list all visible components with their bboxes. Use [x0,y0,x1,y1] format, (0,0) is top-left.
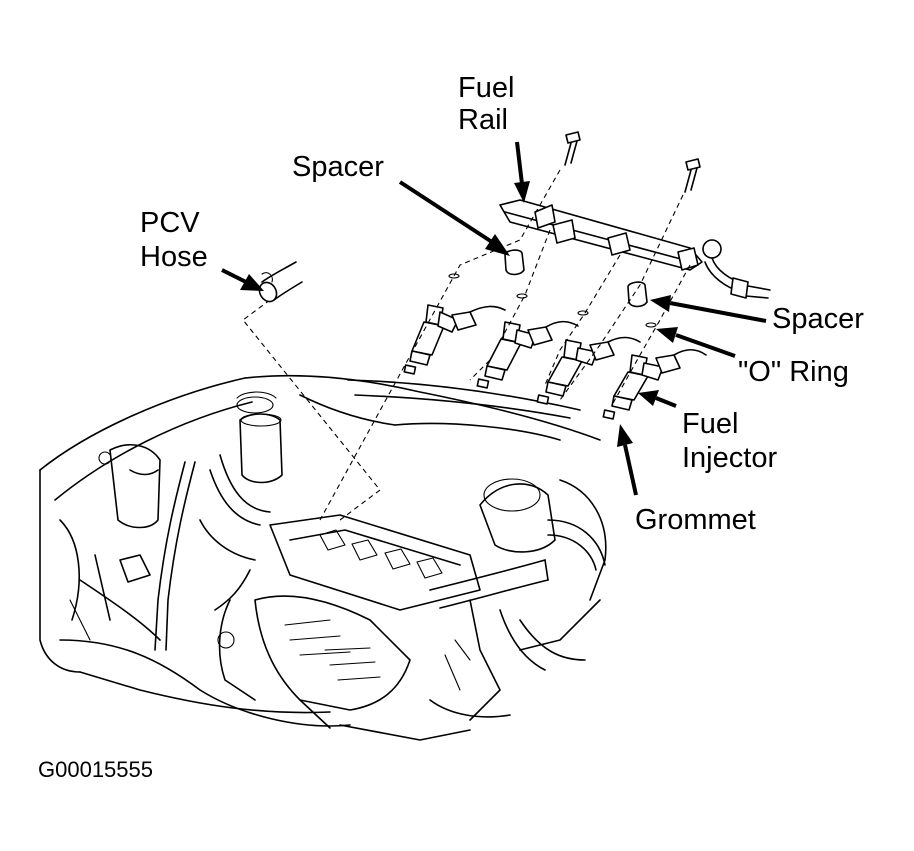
o-ring-arrow [656,327,736,358]
fuel-rail-label-line1: Fuel [458,72,514,104]
grommet-arrow [617,424,638,496]
fuel-injector-part [536,336,641,405]
o-ring-part [577,310,589,316]
pcv-hose-label: PCV Hose [140,207,208,273]
fuel-rail-arrow [514,141,530,203]
fuel-injector-label: Fuel Injector [682,408,777,474]
pcv-hose-arrow [221,268,264,291]
fuel-rail-label: Fuel Rail [458,72,522,136]
engine-bay-illustration [39,374,607,741]
spacer-top-label: Spacer [292,151,384,183]
fuel-injector-part [602,348,707,420]
pcv-hose-illustration [258,261,303,303]
injector-set-illustration [403,249,707,420]
fuel-injector-label-line2: Injector [682,442,777,474]
pcv-hose-label-line1: PCV [140,207,200,239]
spacer-right-label: Spacer [772,303,864,335]
o-ring-part [645,322,657,328]
o-ring-label: "O" Ring [738,356,849,388]
spacer-part [504,249,525,276]
fuel-rail-label-line2: Rail [458,104,508,136]
callout-arrows [221,141,767,496]
grommet-part [602,409,616,420]
fuel-injector-part [403,304,506,375]
fuel-rail-illustration [499,131,771,299]
spacer-top-arrow [398,180,510,256]
figure-id: G00015555 [38,757,153,782]
alignment-lines [242,169,691,521]
grommet-label: Grommet [635,504,756,536]
rail-bolt [684,158,701,193]
fuel-injector-label-line1: Fuel [682,408,738,440]
spacer-part [627,281,648,308]
spacer-right-arrow [650,295,767,323]
o-ring-part [448,273,460,279]
fuel-injector-part [476,320,579,389]
fuel-injector-arrow [638,390,677,408]
pcv-hose-label-line2: Hose [140,241,208,273]
o-ring-part [516,293,528,299]
rail-bolt [564,131,581,166]
